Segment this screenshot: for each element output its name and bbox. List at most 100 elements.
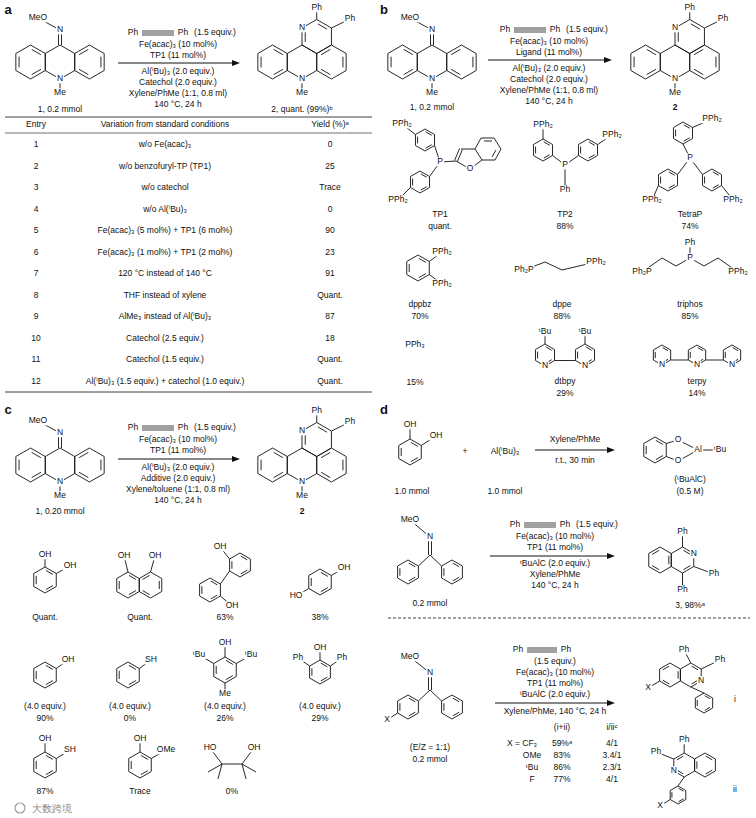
ring: [442, 560, 463, 584]
label: PPh₃: [405, 340, 425, 349]
atom-label: PPh₂: [532, 120, 553, 129]
label: (0.5 M): [677, 487, 704, 496]
ring: [388, 45, 417, 79]
atom-label: N: [56, 428, 64, 437]
label: ii: [733, 785, 737, 794]
label: Xylene/PhMe, 140 °C, 24 h: [504, 707, 607, 716]
label: 74%: [681, 222, 698, 231]
label: Ph: [178, 423, 188, 432]
bond: [706, 756, 712, 760]
bond: [675, 130, 676, 137]
bond: [692, 666, 698, 670]
atom-label: PPh₂: [601, 130, 622, 139]
atom-label: SH: [63, 745, 77, 754]
bond: [46, 586, 53, 590]
bond: [100, 57, 101, 68]
bond: [647, 49, 656, 54]
bond: [663, 666, 669, 670]
arrowhead: [232, 60, 240, 66]
panel-letter: a: [4, 3, 11, 17]
atom-label: P: [686, 153, 694, 162]
bond: [678, 671, 679, 678]
bond: [46, 570, 53, 574]
atom-label: N: [56, 477, 64, 486]
label: 9: [34, 312, 39, 321]
bond: [646, 446, 647, 454]
bond: [399, 703, 400, 710]
bond: [705, 707, 710, 710]
bond: [421, 174, 427, 177]
bond: [311, 578, 312, 586]
alkyne-bond: [514, 32, 546, 33]
label: 8: [34, 291, 39, 300]
atom-label: MeO: [400, 13, 420, 22]
bond: [443, 703, 444, 710]
label: 3: [34, 183, 39, 192]
ring: [34, 662, 57, 688]
atom-label: MeO: [28, 416, 48, 425]
reaction-arrow: [118, 63, 234, 64]
atom-label: Me: [295, 88, 309, 97]
label: THF instead of xylene: [124, 291, 207, 300]
bond: [129, 575, 136, 579]
bond: [663, 680, 669, 684]
bond: [426, 132, 432, 135]
ring: [649, 547, 672, 573]
atom-label: MeO: [400, 515, 420, 524]
atom-label: P: [561, 160, 569, 169]
bond: [663, 348, 668, 351]
ring: [310, 660, 331, 684]
bond: [577, 352, 578, 359]
atom-label: N: [298, 477, 306, 486]
label: Fe(acac)₃ (5 mol%) + TP1 (6 mol%): [98, 226, 233, 235]
label: Ph: [513, 645, 523, 654]
bond: [391, 57, 392, 68]
label: w/o benzofuryl-TP (TP1): [119, 162, 211, 171]
ring: [309, 569, 332, 595]
label: Al(ⁱBu)₃ (2.0 equiv.): [142, 463, 215, 472]
ring: [631, 45, 660, 79]
atom-label: PPh₂: [585, 257, 606, 266]
atom-label: Ph: [559, 185, 571, 194]
bond: [535, 147, 536, 154]
ring: [695, 693, 712, 713]
label: (1.5 equiv.): [534, 657, 576, 666]
bond: [472, 57, 473, 68]
label: Ph: [510, 520, 520, 529]
label: TP2: [557, 210, 573, 219]
label: (1.5 equiv.): [194, 28, 236, 37]
atom-label: MeO: [28, 13, 48, 22]
bond: [589, 155, 595, 158]
label: F: [529, 775, 534, 784]
label: Al(ⁱBu)₃ (2.0 equiv.): [142, 67, 215, 76]
atom-label: Ph: [717, 14, 729, 23]
label: Quant.: [317, 355, 343, 364]
bond: [634, 57, 635, 68]
bond: [32, 472, 41, 477]
alkyne-bond: [524, 527, 556, 528]
bond: [32, 49, 41, 54]
atom-label: OH: [247, 743, 262, 752]
atom-label: Ph: [676, 527, 688, 536]
ring: [258, 448, 287, 482]
bond: [241, 570, 247, 574]
bond: [409, 563, 415, 567]
label: Xylene/PhMe: [550, 435, 601, 444]
label: Xylene/PhMe (1:1, 0.8 ml): [500, 86, 598, 95]
ring: [644, 437, 667, 463]
bond: [453, 563, 459, 567]
bond: [411, 458, 418, 462]
bond: [226, 660, 233, 664]
label: 91: [325, 269, 334, 278]
bond: [656, 440, 663, 444]
bond: [678, 777, 684, 786]
atom-label: ᵗBu: [578, 327, 592, 336]
bond: [443, 568, 444, 575]
bond: [537, 352, 538, 359]
bond: [690, 352, 691, 358]
atom-label: O: [674, 456, 683, 465]
bond: [321, 572, 328, 576]
atom-label: Me: [668, 88, 682, 97]
ring: [258, 45, 287, 79]
